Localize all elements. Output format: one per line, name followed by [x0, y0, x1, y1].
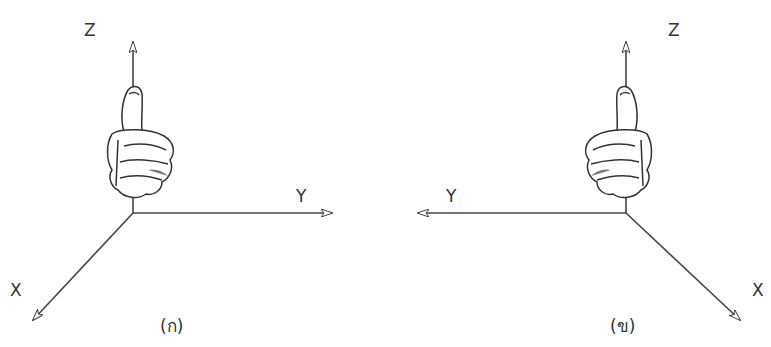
figure-label: (ข) — [610, 318, 635, 335]
figure-label: (ก) — [160, 318, 183, 335]
axis-label: X — [10, 282, 22, 299]
x-axis — [33, 213, 133, 320]
axis-label: X — [752, 282, 764, 299]
axis-label: Z — [84, 22, 96, 39]
x-axis — [626, 213, 740, 320]
right-hand — [108, 87, 174, 198]
axis-label: Z — [668, 22, 680, 39]
y-axis — [133, 212, 332, 214]
axis-label: Y — [296, 188, 306, 205]
y-axis — [418, 212, 626, 214]
left-hand — [586, 87, 652, 198]
axis-label: Y — [446, 188, 456, 205]
